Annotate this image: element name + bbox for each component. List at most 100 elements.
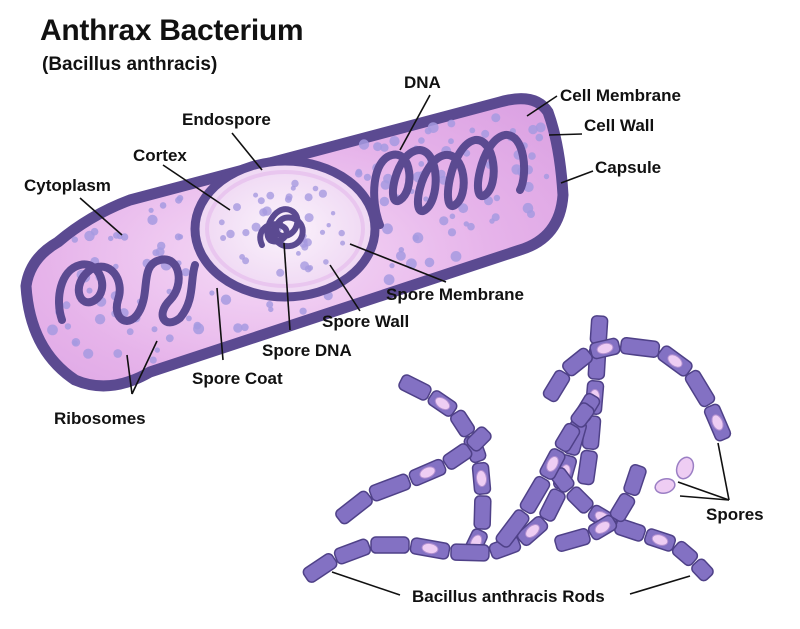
rod-segment (370, 536, 410, 554)
ribosome-dot (148, 207, 154, 213)
rod-segment (539, 488, 566, 522)
rod-segment (554, 528, 591, 552)
label-endospore: Endospore (182, 110, 271, 129)
label-cytoplasm: Cytoplasm (24, 176, 111, 195)
bacillus-rods-cluster (302, 315, 732, 583)
ribosome-dot (193, 323, 205, 335)
rod-segment (554, 422, 581, 453)
label-spore-dna: Spore DNA (262, 341, 352, 360)
label-spore-wall: Spore Wall (322, 312, 409, 331)
spore-ribosome-dot (242, 229, 250, 237)
rod-spore (594, 521, 611, 534)
spore-ribosome-dot (312, 185, 319, 192)
ribosome-dot (447, 228, 457, 237)
ribosome-dot (447, 119, 456, 128)
ribosome-dot (418, 161, 425, 167)
ribosome-dot (159, 202, 167, 209)
ribosome-dot (354, 169, 363, 178)
rod-spore (475, 470, 488, 487)
ribosome-dot (535, 133, 544, 142)
ribosome-dot (126, 328, 134, 336)
spore-ribosome-dot (330, 211, 336, 216)
rod-spore (596, 342, 614, 355)
ribosome-dot (113, 349, 123, 358)
ribosome-dot (450, 251, 462, 262)
ribosome-dot (491, 113, 501, 123)
ribosome-dot (149, 356, 157, 364)
ribosome-dot (72, 340, 78, 346)
ribosome-dot (448, 138, 454, 145)
ribosome-dot (358, 139, 370, 150)
ribosome-dot (380, 143, 389, 152)
label-dna: DNA (404, 73, 441, 92)
ribosome-dot (108, 235, 114, 242)
label-cell-membrane: Cell Membrane (560, 86, 681, 105)
spore-ribosome-dot (304, 193, 313, 202)
spore-ribosome-dot (226, 229, 235, 239)
rod-segment (566, 486, 594, 514)
rod-segment (495, 509, 530, 548)
ribosome-dot (181, 268, 190, 277)
ribosome-dot (493, 194, 501, 202)
spore-ribosome-dot (326, 223, 331, 228)
rod-segment (450, 409, 476, 438)
label-ribosomes: Ribosomes (54, 409, 146, 428)
rod-segment (398, 374, 432, 401)
ribosome-dot (418, 137, 425, 144)
rod-spore (651, 534, 669, 546)
spore-ribosome-dot (253, 192, 259, 198)
spore-ribosome-dot (318, 189, 327, 198)
label-capsule: Capsule (595, 158, 661, 177)
spore-ribosome-dot (233, 203, 241, 212)
ribosome-dot (481, 129, 490, 138)
ribosome-dot (424, 257, 435, 268)
label-spore-membrane: Spore Membrane (386, 285, 524, 304)
ribosome-dot (86, 287, 93, 294)
ribosome-dot (268, 306, 274, 313)
spore-ribosome-dot (296, 251, 301, 256)
spore-ribosome-dot (319, 229, 326, 235)
ribosome-dot (382, 223, 393, 235)
rod-segment (335, 490, 373, 525)
ribosome-dot (151, 326, 158, 333)
ribosome-dot (165, 334, 174, 343)
ribosome-dot (396, 251, 406, 261)
spore-ribosome-dot (266, 191, 275, 200)
rod-spore (525, 524, 540, 538)
rod-segment (442, 443, 473, 470)
ribosome-dot (174, 233, 182, 241)
rod-spore (434, 396, 451, 411)
ribosome-dot (120, 233, 129, 241)
spore-ribosome-dot (285, 193, 293, 201)
spore-ribosome-dot (251, 222, 261, 232)
ribosome-dot (241, 323, 249, 332)
bacterium-cell (20, 93, 569, 392)
spore-dna (257, 206, 306, 250)
ribosome-dot (113, 232, 120, 239)
spore-ribosome-dot (340, 240, 346, 246)
ribosome-dot (528, 152, 536, 160)
spore-ribosome-dot (276, 268, 285, 277)
ribosome-dot (458, 203, 469, 214)
ribosome-dot (527, 210, 535, 218)
ribosome-dot (62, 301, 71, 310)
rod-segment (570, 402, 595, 428)
rod-spore (711, 414, 724, 431)
ribosome-dot (412, 232, 424, 244)
spore-ribosome-dot (257, 197, 265, 205)
ribosome-dot (383, 274, 395, 286)
ribosome-dot (535, 122, 546, 133)
rod-spore (667, 354, 683, 368)
ribosome-dot (463, 221, 469, 227)
spore-ribosome-dot (218, 219, 225, 226)
ribosome-dot (449, 213, 456, 220)
rod-segment (473, 495, 492, 530)
spore-ribosome-dot (220, 235, 227, 241)
rod-segment (671, 540, 699, 567)
spore-ribosome-dot (291, 179, 299, 188)
ribosome-dot (47, 324, 58, 336)
diagram-subtitle: (Bacillus anthracis) (42, 54, 218, 75)
ribosome-dot (154, 347, 160, 353)
ribosome-dot (71, 236, 79, 243)
rod-segment (577, 449, 598, 486)
